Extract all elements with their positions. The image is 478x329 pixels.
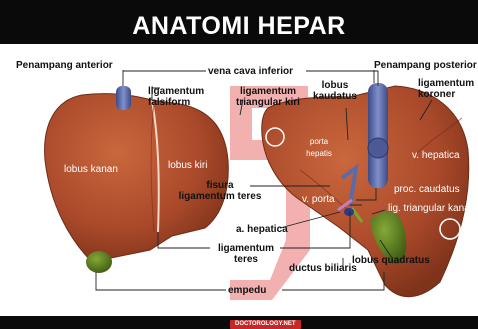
lig-triangular-kanan-label: lig. triangular kanan: [388, 203, 475, 214]
v-porta-label: v. porta: [302, 194, 335, 205]
ligamentum-teres-label: ligamentum teres: [212, 243, 280, 265]
gallbladder-anterior: [86, 251, 112, 273]
v-hepatica-opening: [368, 138, 388, 158]
porta-dot: [344, 208, 354, 216]
footer-logo: DOCTOROLOGY.NET: [230, 320, 301, 329]
anterior-view-label: Penampang anterior: [16, 60, 113, 71]
proc-caudatus-label: proc. caudatus: [394, 184, 460, 195]
lobus-kiri-label: lobus kiri: [168, 160, 207, 171]
posterior-view-label: Penampang posterior: [374, 60, 477, 71]
empedu-label: empedu: [228, 285, 266, 296]
lobus-quadratus-label: lobus quadratus: [352, 255, 430, 266]
ligamentum-falsiform-label: ligamentum falsiform: [148, 86, 218, 108]
vena-cava-posterior: [368, 83, 388, 188]
lobus-kanan-label: lobus kanan: [64, 164, 118, 175]
vena-cava-anterior: [116, 86, 131, 110]
lobus-kaudatus-label: lobus kaudatus: [310, 80, 360, 102]
ductus-biliaris-label: ductus biliaris: [289, 263, 357, 274]
vena-cava-inferior-label: vena cava inferior: [208, 66, 293, 77]
v-hepatica-label: v. hepatica: [412, 150, 460, 161]
a-hepatica-label: a. hepatica: [236, 224, 288, 235]
ligamentum-koroner-label: ligamentum koroner: [418, 78, 478, 100]
ligamentum-triangular-kiri-label: ligamentum triangular kiri: [227, 86, 309, 108]
fisura-ligamentum-teres-label: fisura ligamentum teres: [178, 180, 262, 202]
porta-hepatis-label: porta hepatis: [302, 136, 336, 160]
